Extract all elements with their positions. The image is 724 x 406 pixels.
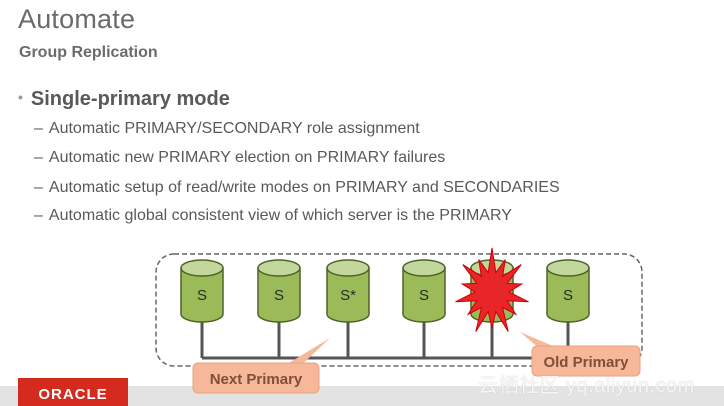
oracle-logo: ORACLE <box>18 378 128 406</box>
footer-bar <box>0 386 724 406</box>
sub-item-text: Automatic new PRIMARY election on PRIMAR… <box>48 149 446 166</box>
bullet-marker: • <box>18 89 23 105</box>
server-label: S <box>563 287 573 304</box>
dash: – <box>34 179 43 196</box>
database-top <box>546 259 590 277</box>
database-cylinder-icon <box>402 267 446 323</box>
database-cylinder-icon <box>326 267 370 323</box>
next-primary-callout <box>192 362 320 394</box>
bullet-text: Single-primary mode <box>30 88 230 110</box>
sub-item: –Automatic global consistent view of whi… <box>34 207 512 225</box>
old-primary-callout-tail <box>520 332 560 349</box>
server-secondary: S <box>402 259 446 358</box>
bullet-single-primary: • Single-primary mode <box>18 88 230 111</box>
server-secondary: S <box>257 259 301 358</box>
database-top <box>180 259 224 277</box>
sub-item: –Automatic PRIMARY/SECONDARY role assign… <box>34 120 420 138</box>
database-cylinder-icon <box>546 267 590 323</box>
server-secondary: S <box>180 259 224 358</box>
group-boundary <box>155 253 643 367</box>
sub-item-text: Automatic global consistent view of whic… <box>48 207 512 224</box>
dash: – <box>34 120 43 137</box>
sub-item-text: Automatic PRIMARY/SECONDARY role assignm… <box>48 120 420 137</box>
server-label: S* <box>340 287 356 304</box>
database-top <box>257 259 301 277</box>
sub-item-text: Automatic setup of read/write modes on P… <box>48 179 560 196</box>
server-secondary: S <box>546 259 590 358</box>
database-top <box>326 259 370 277</box>
old-primary-label: Old Primary <box>543 354 629 371</box>
failure-explosion-icon <box>455 247 529 332</box>
server-next-primary: S* <box>326 259 370 358</box>
slide-title: Automate <box>18 4 136 34</box>
sub-item: –Automatic setup of read/write modes on … <box>34 179 560 197</box>
server-label: S <box>274 287 284 304</box>
next-primary-label: Next Primary <box>210 371 303 388</box>
slide-subtitle: Group Replication <box>19 44 158 61</box>
database-cylinder-icon <box>257 267 301 323</box>
dash: – <box>34 207 43 224</box>
database-cylinder-icon <box>180 267 224 323</box>
watermark: 云栖社区 yq.aliyun.com <box>478 375 695 397</box>
server-label: S <box>197 287 207 304</box>
dash: – <box>34 149 43 166</box>
old-primary-callout <box>531 345 641 377</box>
database-top <box>402 259 446 277</box>
sub-item: –Automatic new PRIMARY election on PRIMA… <box>34 149 445 167</box>
server-label: S <box>419 287 429 304</box>
